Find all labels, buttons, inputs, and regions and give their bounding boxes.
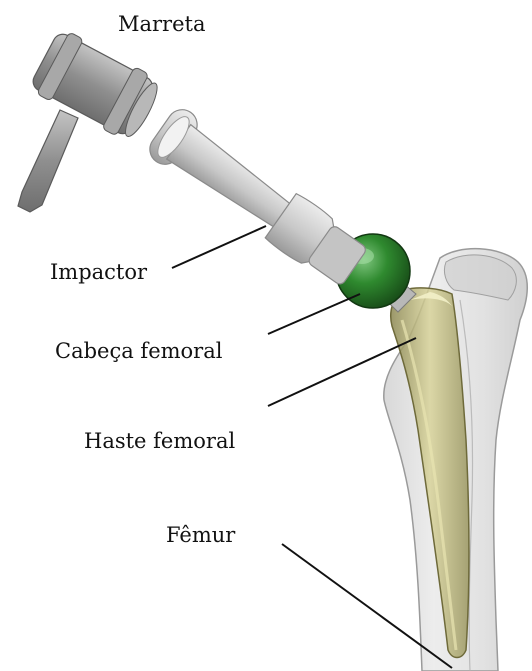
impactor (143, 104, 373, 291)
femoral-stem-label: Haste femoral (84, 431, 235, 452)
hammer (18, 27, 165, 212)
hammer-label: Marreta (118, 14, 206, 35)
impactor-label: Impactor (50, 262, 147, 283)
femoral-head-label: Cabeça femoral (55, 341, 222, 362)
impactor-leader-line (172, 226, 266, 268)
femoral-head-leader-line (268, 294, 360, 334)
femur-label: Fêmur (166, 525, 235, 546)
